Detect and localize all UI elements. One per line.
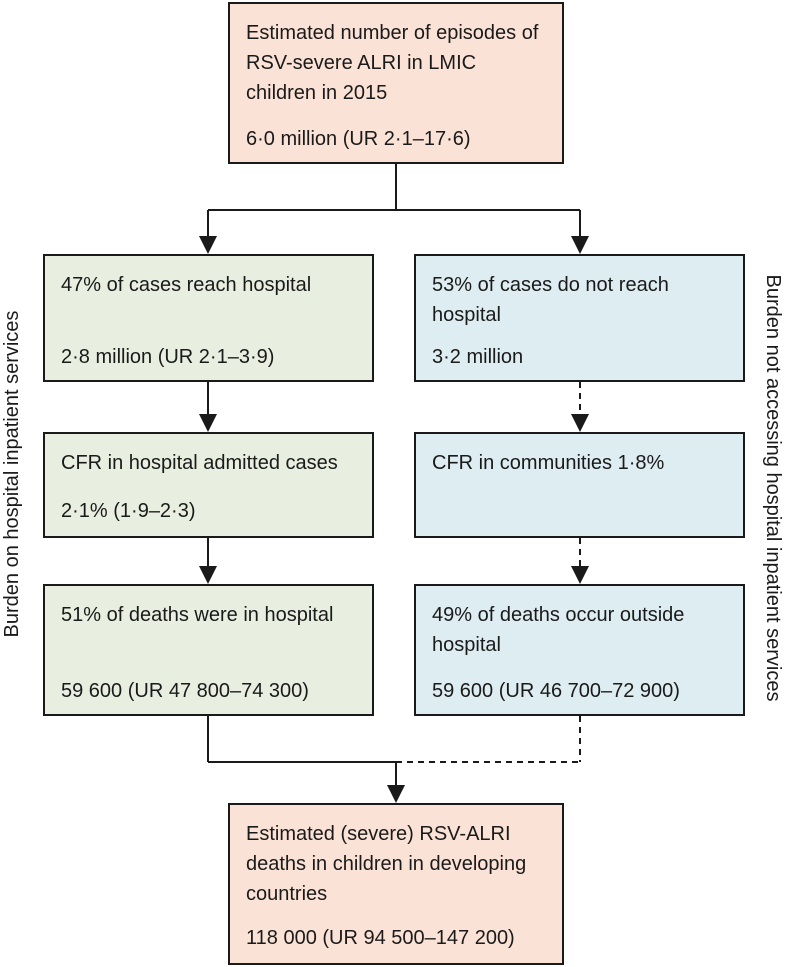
total-deaths-text: Estimated (severe) RSV-ALRI deaths in ch… — [246, 823, 527, 905]
outside-hospital-deaths-text: 49% of deaths occur outside hospital — [432, 604, 685, 656]
not-reach-hospital-value: 3·2 million — [432, 346, 524, 368]
reach-hospital-value: 2·8 million (UR 2·1–3·9) — [61, 346, 275, 368]
total-deaths-box: Estimated (severe) RSV-ALRI deaths in ch… — [228, 803, 564, 965]
hospital-deaths-text: 51% of deaths were in hospital — [61, 604, 334, 626]
hospital-deaths-value: 59 600 (UR 47 800–74 300) — [61, 680, 309, 702]
hospital-cfr-value: 2·1% (1·9–2·3) — [61, 500, 196, 522]
arrowhead-right-1 — [571, 414, 589, 432]
not-reach-hospital-box: 53% of cases do not reach hospital 3·2 m… — [414, 254, 745, 382]
hospital-cfr-text: CFR in hospital admitted cases — [61, 452, 338, 474]
community-cfr-text: CFR in communities 1·8% — [432, 452, 665, 474]
total-episodes-value: 6·0 million (UR 2·1–17·6) — [246, 128, 471, 150]
arrowhead-right-2 — [571, 566, 589, 584]
arrowhead-left-1 — [199, 414, 217, 432]
side-label-left: Burden on hospital inpatient services — [1, 310, 23, 638]
not-reach-hospital-text: 53% of cases do not reach hospital — [432, 274, 669, 326]
side-label-right: Burden not accessing hospital inpatient … — [762, 274, 784, 702]
total-episodes-text: Estimated number of episodes of RSV-seve… — [246, 22, 539, 104]
total-deaths-value: 118 000 (UR 94 500–147 200) — [246, 927, 515, 949]
arrowhead-merge — [387, 785, 405, 803]
hospital-deaths-box: 51% of deaths were in hospital 59 600 (U… — [43, 584, 374, 716]
arrowhead-left-2 — [199, 566, 217, 584]
arrowhead-split-left — [199, 236, 217, 254]
reach-hospital-text: 47% of cases reach hospital — [61, 274, 312, 296]
reach-hospital-box: 47% of cases reach hospital 2·8 million … — [43, 254, 374, 382]
total-episodes-box: Estimated number of episodes of RSV-seve… — [228, 2, 564, 164]
arrowhead-split-right — [571, 236, 589, 254]
outside-hospital-deaths-value: 59 600 (UR 46 700–72 900) — [432, 680, 680, 702]
hospital-cfr-box: CFR in hospital admitted cases 2·1% (1·9… — [43, 432, 374, 538]
community-cfr-box: CFR in communities 1·8% — [414, 432, 745, 538]
outside-hospital-deaths-box: 49% of deaths occur outside hospital 59 … — [414, 584, 745, 716]
